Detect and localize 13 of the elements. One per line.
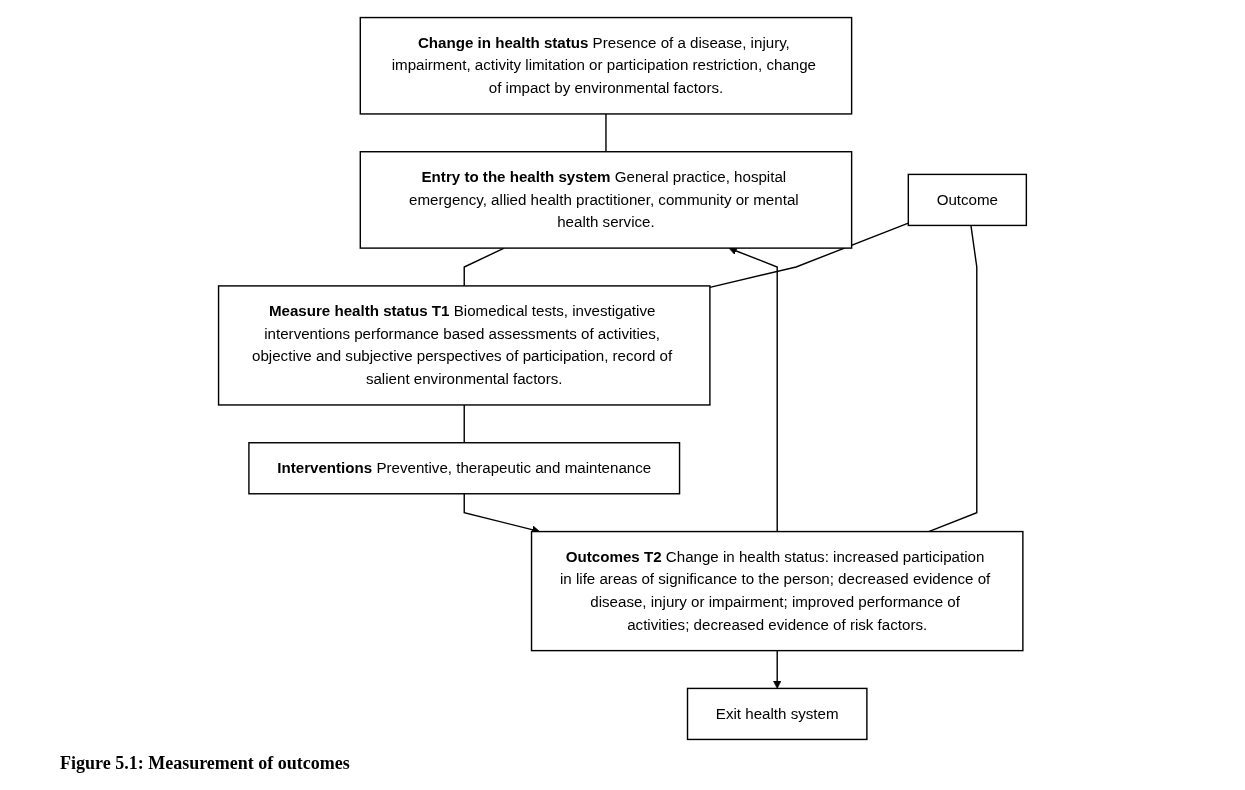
node-box: Outcome xyxy=(907,173,1028,227)
figure-caption: Figure 5.1: Measurement of outcomes xyxy=(60,753,350,774)
node-box: Exit health system xyxy=(686,687,868,741)
arrow xyxy=(773,649,782,689)
node-box: Entry to the health system General practice, hospital emergency, allied health practitioner, community or mental health service. xyxy=(359,151,853,249)
node-box: Measure health status T1 Biomedical tests, investigative interventions performance based assessments of activities, objective and subjective perspectives of participation, record of salient environmental factors. xyxy=(217,285,711,406)
node-box: Interventions Preventive, therapeutic and maintenance xyxy=(248,442,681,495)
connector xyxy=(605,113,607,153)
node-box: Outcomes T2 Change in health status: increased participation in life areas of significance to the person; decreased evidence of disease, injury or impairment; improved performance of activities; decreased evidence of risk factors. xyxy=(530,530,1024,652)
connector xyxy=(463,404,465,444)
connector xyxy=(463,247,505,287)
node-box: Change in health status Presence of a disease, injury, impairment, activity limitation or participation restriction, change of impact by environmental factors. xyxy=(359,16,853,115)
connector xyxy=(928,224,978,533)
